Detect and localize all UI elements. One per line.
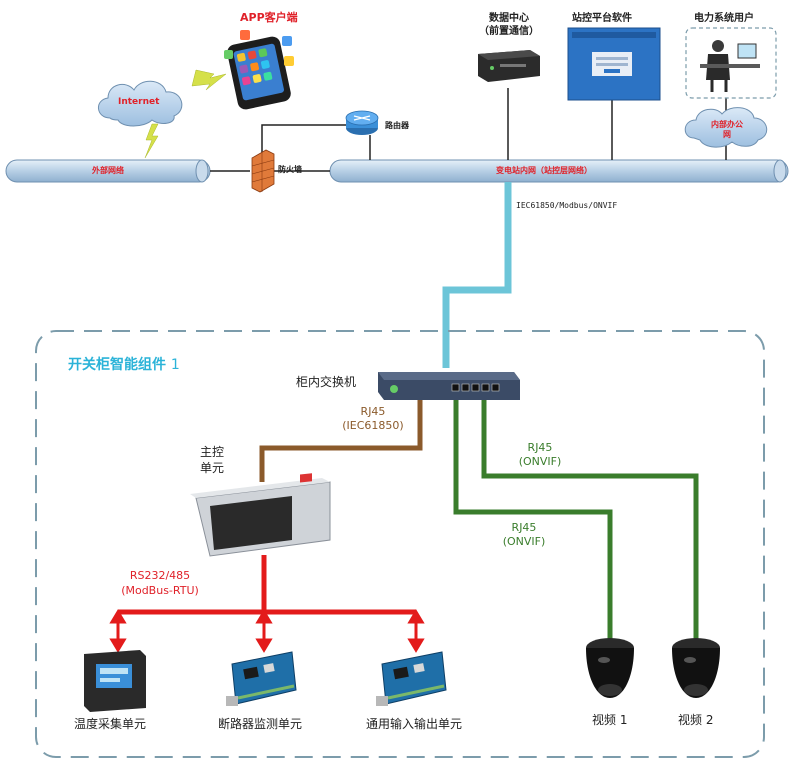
power-user-label: 电力系统用户 [694, 13, 754, 24]
rj45-onvif-a-label-line1: RJ45 [511, 521, 537, 534]
camera-2-icon [672, 638, 720, 698]
brown-link-line [259, 398, 423, 482]
cabinet-switch-icon [378, 372, 520, 400]
substation-network-pipe [329, 159, 789, 183]
power-user-icon [685, 27, 777, 99]
red-bus-lines [118, 555, 416, 615]
rj45-onvif-b-label-line1: RJ45 [527, 441, 553, 454]
wireless-bolt-icon [144, 69, 227, 159]
video2-label: 视频 2 [678, 713, 714, 727]
green-link-line-b [481, 398, 699, 640]
app-client-phone-icon [224, 30, 294, 110]
protocol-label: IEC61850/Modbus/ONVIF [516, 201, 618, 210]
router-icon [345, 110, 379, 135]
firewall-label: 防火墙 [278, 165, 302, 174]
main-unit-label-line1: 主控 [200, 445, 225, 459]
app-client-label: APP客户端 [240, 11, 298, 24]
temp-unit-label: 温度采集单元 [74, 717, 147, 731]
office-network-label-line1: 内部办公 [711, 120, 743, 129]
rj45-onvif-a-label-line2: (ONVIF) [502, 535, 546, 548]
breaker-unit-label: 断路器监测单元 [218, 717, 303, 731]
breaker-monitor-board-icon [226, 651, 297, 706]
cyan-uplink-line [442, 182, 512, 368]
firewall-icon [251, 149, 275, 193]
main-unit-label-line2: 单元 [200, 461, 225, 475]
cabinet-dashed-frame [35, 330, 765, 758]
internet-label: Internet [118, 97, 160, 107]
red-bus-arrows [109, 609, 425, 653]
substation-network-label: 变电站内网（站控层网络） [496, 166, 592, 175]
station-software-screen-icon [567, 27, 661, 101]
rj45-iec-label-line2: (IEC61850) [342, 419, 404, 432]
rs-label-line2: (ModBus-RTU) [121, 584, 199, 597]
rs-label-line1: RS232/485 [129, 569, 191, 582]
io-unit-label: 通用输入输出单元 [366, 717, 463, 731]
main-control-unit-icon [190, 473, 331, 557]
camera-1-icon [586, 638, 634, 698]
office-network-cloud-icon [684, 107, 768, 148]
temperature-unit-icon [84, 650, 146, 712]
green-link-line-a [453, 398, 613, 640]
data-center-label-line2: （前置通信） [479, 26, 539, 37]
cabinet-title-text: 开关柜智能组件 [68, 357, 166, 373]
rj45-onvif-b-label-line2: (ONVIF) [518, 455, 562, 468]
video1-label: 视频 1 [592, 713, 628, 727]
cabinet-title: 开关柜智能组件 1 [68, 357, 180, 373]
router-label: 路由器 [385, 121, 409, 130]
data-center-label-line1: 数据中心 [489, 13, 529, 24]
external-network-label: 外部网络 [92, 166, 124, 175]
rj45-iec-label-line1: RJ45 [360, 405, 386, 418]
station-software-label: 站控平台软件 [572, 13, 632, 24]
data-center-device-icon [478, 50, 540, 82]
cabinet-title-index: 1 [170, 357, 180, 373]
office-network-label-line2: 网 [723, 130, 731, 139]
io-board-icon [376, 651, 447, 706]
internet-cloud-icon [98, 80, 183, 127]
cabinet-switch-label: 柜内交换机 [296, 375, 357, 389]
